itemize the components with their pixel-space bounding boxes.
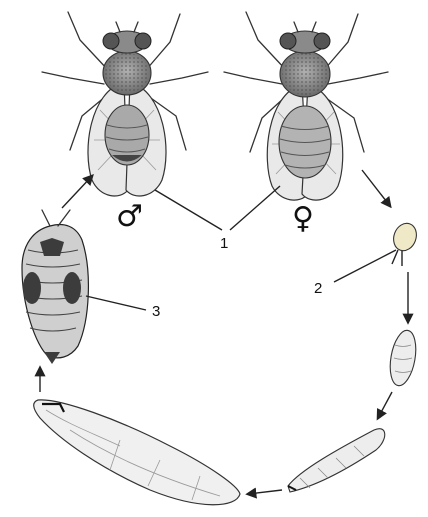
larva-first-instar: [386, 328, 419, 387]
arrow-larva2-to-larva3: [248, 490, 282, 494]
egg: [390, 220, 420, 266]
female-symbol: ♀: [292, 201, 314, 236]
adults-leader-lines: [155, 186, 280, 230]
arrow-pupa-to-male: [62, 176, 92, 208]
label-adults: 1: [220, 235, 228, 252]
arrow-female-to-egg: [362, 170, 390, 206]
arrow-larva1-to-larva2: [378, 392, 392, 418]
pupa: [22, 210, 88, 364]
label-egg: 2: [314, 280, 322, 297]
pupa-leader-line: [86, 296, 146, 310]
adult-male-fly: [42, 12, 208, 196]
label-pupa: 3: [152, 303, 160, 320]
larva-third-instar: [34, 400, 240, 505]
male-symbol: ♂: [116, 199, 143, 234]
larva-second-instar: [288, 429, 385, 492]
egg-leader-line: [334, 250, 396, 282]
